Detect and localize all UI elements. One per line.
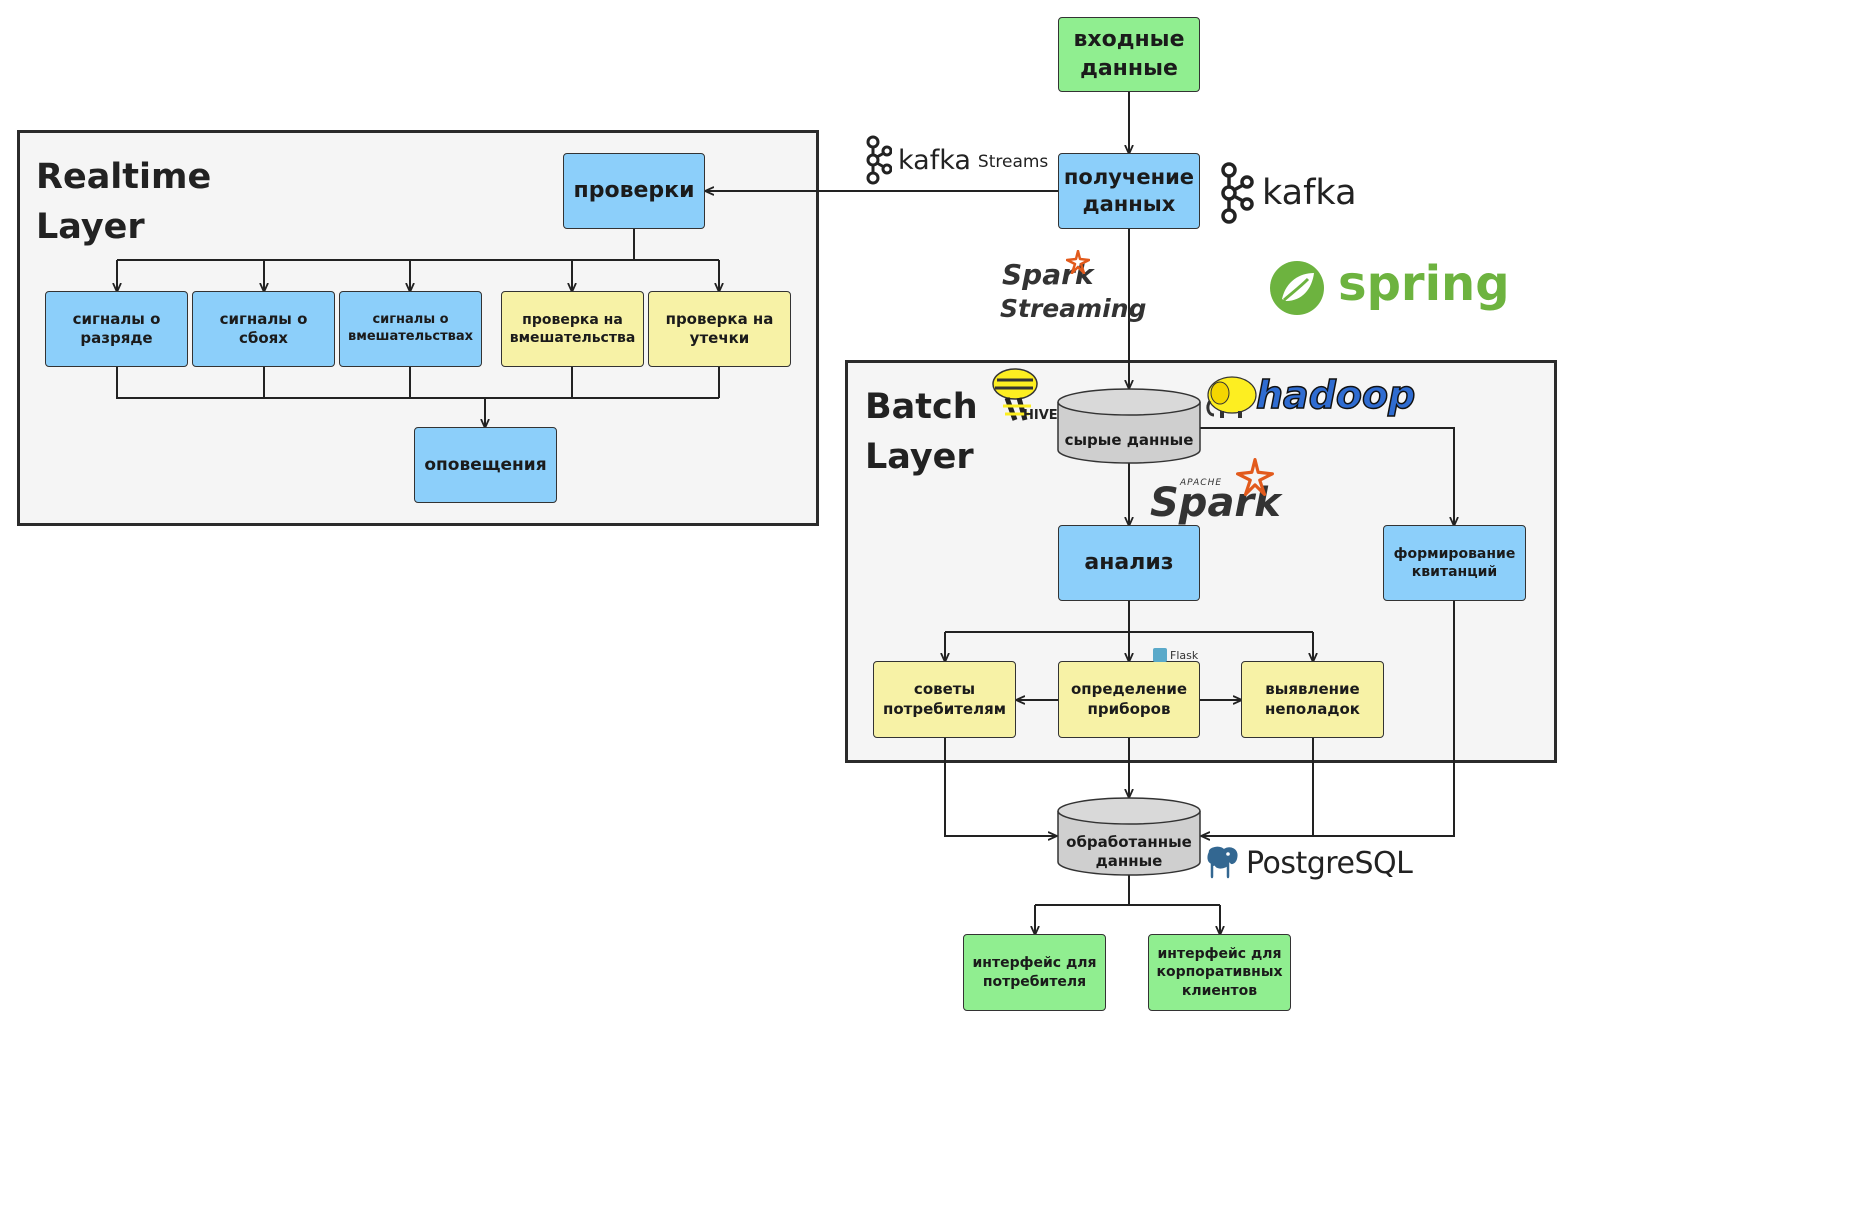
postgres-elephant-icon xyxy=(1205,845,1239,880)
node-faults: выявление неполадок xyxy=(1241,661,1384,738)
kafka-icon xyxy=(1221,162,1254,224)
node-advice: советы потребителям xyxy=(873,661,1016,738)
spark-streaming-name: Spark xyxy=(1002,258,1094,291)
node-ingest: получение данных xyxy=(1058,153,1200,229)
node-input-data: входные данные xyxy=(1058,17,1200,92)
hadoop-name: hadoop xyxy=(1255,372,1416,418)
flask-logo: Flask xyxy=(1153,647,1198,663)
realtime-layer-title: Realtime Layer xyxy=(36,157,212,247)
apache-spark-logo: APACHE Spark xyxy=(1150,458,1281,526)
hive-bee-icon xyxy=(992,368,1038,421)
apache-spark-prefix: APACHE xyxy=(1180,478,1223,488)
hive-logo: HIVE xyxy=(985,362,1058,424)
spring-name: spring xyxy=(1338,256,1510,312)
node-signal-failures: сигналы о сбоях xyxy=(192,291,335,367)
kafka-icon xyxy=(866,135,892,185)
flask-name: Flask xyxy=(1170,648,1199,662)
edge-processed-bus xyxy=(1035,875,1220,906)
spark-star-icon xyxy=(1066,250,1090,274)
node-ui-consumer: интерфейс для потребителя xyxy=(963,934,1106,1011)
node-receipts: формирование квитанций xyxy=(1383,525,1526,601)
kafka-logo: kafka xyxy=(1216,162,1357,224)
batch-layer-title: Batch Layer xyxy=(865,387,978,477)
node-signal-tamper: сигналы о вмешательствах xyxy=(339,291,482,367)
hadoop-logo: hadoop xyxy=(1202,370,1416,420)
spring-leaf-icon xyxy=(1270,261,1324,315)
hive-name: HIVE xyxy=(1023,408,1058,423)
node-analysis: анализ xyxy=(1058,525,1200,601)
node-devices: определение приборов xyxy=(1058,661,1200,738)
spark-star-icon xyxy=(1236,458,1274,496)
kafka-streams-suffix: Streams xyxy=(977,152,1049,172)
spark-streaming-logo: Spark Streaming xyxy=(1000,250,1146,328)
kafka-streams-logo: kafka Streams xyxy=(862,135,1048,185)
flask-icon xyxy=(1153,648,1167,662)
postgresql-name: PostgreSQL xyxy=(1246,845,1413,881)
node-signal-discharge: сигналы о разряде xyxy=(45,291,188,367)
node-raw-data: сырые данные xyxy=(1064,431,1194,450)
postgresql-logo: PostgreSQL xyxy=(1202,843,1413,883)
hadoop-elephant-icon xyxy=(1206,376,1257,418)
node-check-tamper: проверка на вмешательства xyxy=(501,291,644,367)
node-ui-corporate: интерфейс для корпоративных клиентов xyxy=(1148,934,1291,1011)
node-checks: проверки xyxy=(563,153,705,229)
node-check-leak: проверка на утечки xyxy=(648,291,791,367)
node-alerts: оповещения xyxy=(414,427,557,503)
spring-logo: spring xyxy=(1268,256,1510,318)
node-processed-data: обработанные данные xyxy=(1066,832,1192,871)
kafka-name: kafka xyxy=(1262,173,1357,213)
kafka-streams-name: kafka xyxy=(898,144,971,176)
spark-streaming-suffix: Streaming xyxy=(1000,294,1147,323)
